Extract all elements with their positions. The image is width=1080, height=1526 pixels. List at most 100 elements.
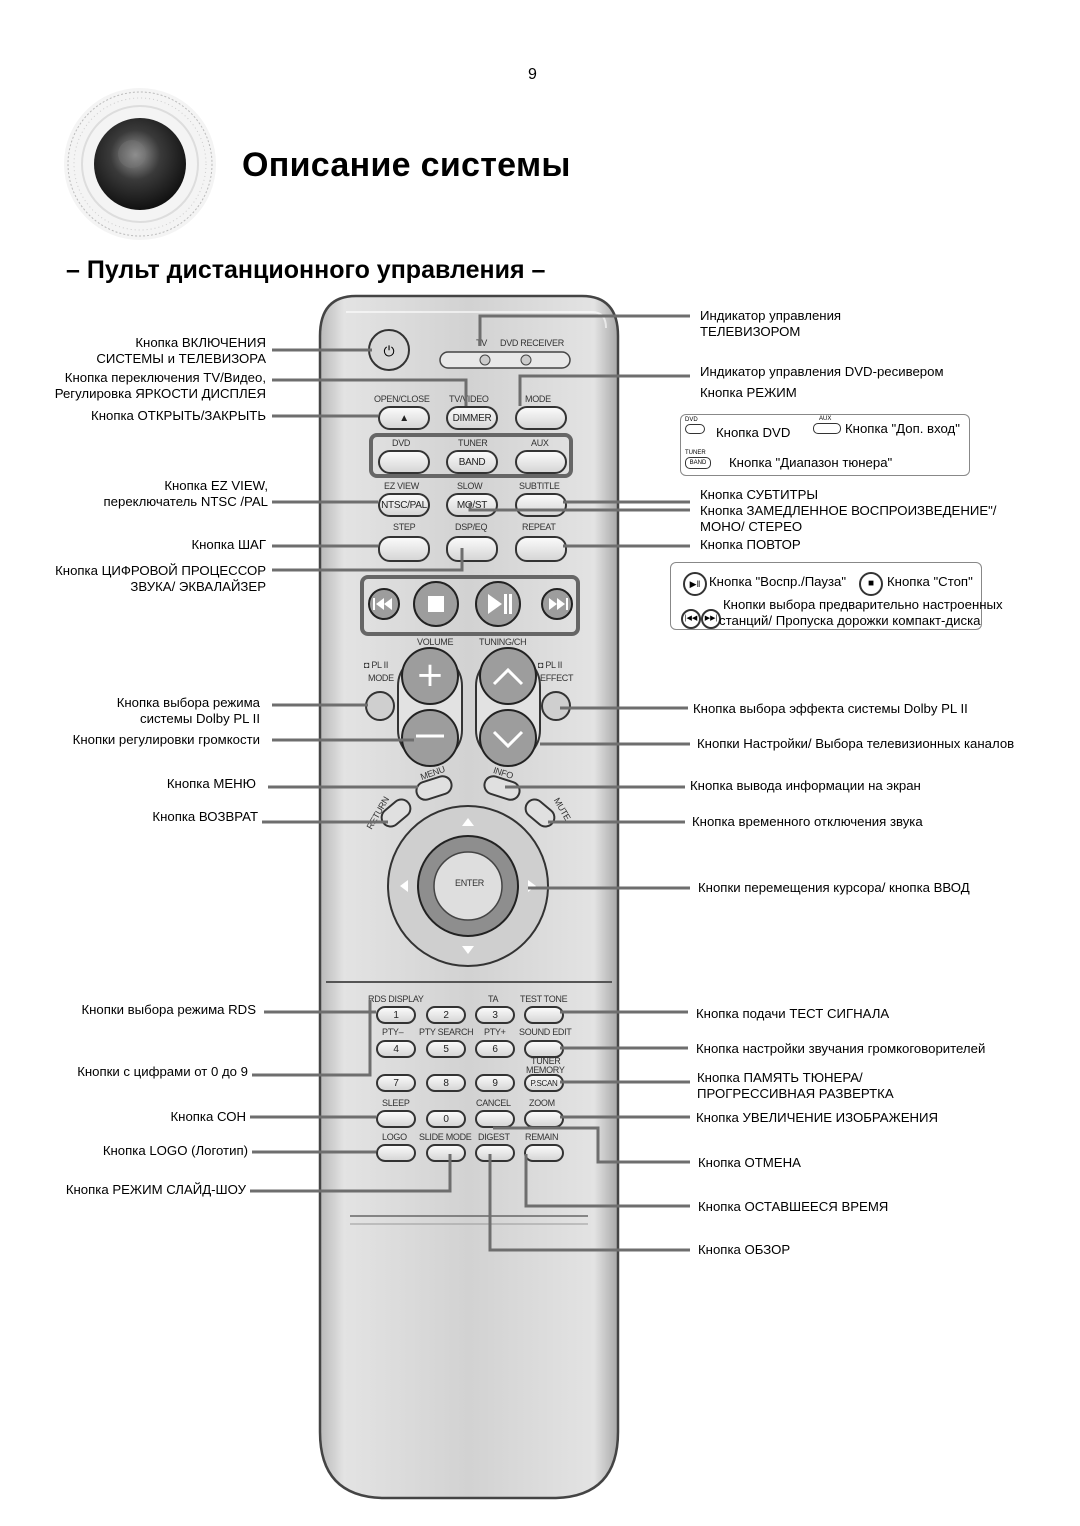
dolby-right-label: ◘ PL II [538, 660, 563, 670]
sleep-button[interactable] [376, 1110, 416, 1128]
label-digits: Кнопки с цифрами от 0 до 9 [77, 1064, 248, 1079]
label-volume: Кнопки регулировки громкости [72, 732, 260, 747]
sound-edit-label: SOUND EDIT [519, 1027, 572, 1037]
cancel-label: CANCEL [476, 1098, 511, 1108]
digit-4-button[interactable]: 4 [376, 1040, 416, 1058]
label-dvd-indicator: Индикатор управления DVD-ресивером [700, 364, 944, 379]
logo-label: LOGO [382, 1132, 407, 1142]
skip-forward-icon: ▶▶| [701, 609, 721, 629]
label-info: Кнопка вывода информации на экран [690, 778, 921, 793]
digit-2-button[interactable]: 2 [426, 1006, 466, 1024]
ntsc-pal-button[interactable]: NTSC/PAL [378, 493, 430, 517]
label-test-tone: Кнопка подачи ТЕСТ СИГНАЛА [696, 1006, 890, 1021]
subtitle-label: SUBTITLE [519, 481, 560, 491]
digit-6-button[interactable]: 6 [475, 1040, 515, 1058]
subtitle-button[interactable] [515, 493, 567, 517]
mini-tuner-label: TUNER [685, 450, 706, 456]
tv-video-label: TV/VIDEO [449, 394, 489, 404]
step-button[interactable] [378, 536, 430, 562]
tuner-memory-button[interactable]: P.SCAN [524, 1074, 564, 1092]
stop-icon: ■ [859, 572, 883, 596]
remain-button[interactable] [524, 1144, 564, 1162]
logo-button[interactable] [376, 1144, 416, 1162]
pty-minus-label: PTY– [382, 1027, 404, 1037]
label-cancel: Кнопка ОТМЕНА [698, 1155, 801, 1170]
dsp-eq-label: DSP/EQ [455, 522, 488, 532]
pl2-right-text: PL II [545, 660, 563, 670]
repeat-label: REPEAT [522, 522, 556, 532]
tuner-memory-label-1: TUNER [531, 1056, 561, 1066]
ez-view-label: EZ VIEW [384, 481, 419, 491]
box-play-label: Кнопка "Воспр./Пауза" [709, 574, 847, 589]
test-tone-label: TEST TONE [520, 994, 568, 1004]
svg-text:+: + [416, 655, 445, 695]
box-skip-label-2: станций/ Пропуска дорожки компакт-диска [719, 613, 981, 628]
label-remain: Кнопка ОСТАВШЕЕСЯ ВРЕМЯ [698, 1199, 889, 1214]
test-tone-button[interactable] [524, 1006, 564, 1024]
sleep-label: SLEEP [382, 1098, 410, 1108]
digest-label: DIGEST [478, 1132, 510, 1142]
digit-7-button[interactable]: 7 [376, 1074, 416, 1092]
slide-mode-button[interactable] [426, 1144, 466, 1162]
label-rds: Кнопки выбора режима RDS [81, 1002, 256, 1017]
box-stop-label: Кнопка "Стоп" [887, 574, 973, 589]
mode-label: MODE [525, 394, 551, 404]
slow-mo-st-button[interactable]: MO/ST [446, 493, 498, 517]
label-cursor: Кнопки перемещения курсора/ кнопка ВВОД [698, 880, 970, 895]
label-menu: Кнопка МЕНЮ [166, 776, 256, 791]
tv-video-dimmer-button[interactable]: DIMMER [446, 406, 498, 430]
open-close-label: OPEN/CLOSE [374, 394, 430, 404]
mini-aux-label: AUX [819, 416, 832, 422]
step-label: STEP [393, 522, 416, 532]
slow-label: SLOW [457, 481, 483, 491]
page-title: Описание системы [242, 146, 571, 184]
digit-9-button[interactable]: 9 [475, 1074, 515, 1092]
label-logo: Кнопка LOGO (Логотип) [102, 1143, 248, 1158]
digit-1-button[interactable]: 1 [376, 1006, 416, 1024]
tuning-ch-label: TUNING/CH [479, 637, 527, 647]
tv-indicator-label: TV [476, 338, 487, 348]
box-aux-label: Кнопка "Доп. вход" [845, 421, 960, 436]
tuner-memory-label-2: MEMORY [526, 1065, 565, 1075]
label-sleep: Кнопка СОН [170, 1109, 246, 1124]
dolby-left-label: ◘ PL II [364, 660, 389, 670]
aux-label: AUX [531, 438, 549, 448]
digit-3-button[interactable]: 3 [475, 1006, 515, 1024]
aux-button[interactable] [515, 450, 567, 474]
label-tuner-memory: Кнопка ПАМЯТЬ ТЮНЕРА/ПРОГРЕССИВНАЯ РАЗВЕ… [697, 1070, 894, 1101]
mini-dvd-label: DVD [685, 417, 698, 423]
label-mode: Кнопка РЕЖИМ [700, 385, 797, 400]
label-mute: Кнопка временного отключения звука [692, 814, 923, 829]
volume-label: VOLUME [417, 637, 454, 647]
label-zoom: Кнопка УВЕЛИЧЕНИЕ ИЗОБРАЖЕНИЯ [696, 1110, 939, 1125]
open-close-button[interactable]: ▲ [378, 406, 430, 430]
effect-label: EFFECT [540, 673, 574, 683]
dvd-button[interactable] [378, 450, 430, 474]
pl2-left-text: PL II [371, 660, 389, 670]
label-ez-view: Кнопка EZ VIEW,переключатель NTSC /PAL [103, 478, 268, 509]
digit-0-button[interactable]: 0 [426, 1110, 466, 1128]
play-pause-icon: ▶‖ [683, 572, 707, 596]
label-slide-mode: Кнопка РЕЖИМ СЛАЙД-ШОУ [65, 1182, 246, 1197]
label-slow: Кнопка ЗАМЕДЛЕННОЕ ВОСПРОИЗВЕДЕНИЕ"/МОНО… [700, 503, 997, 534]
speaker-logo-icon [64, 88, 216, 240]
power-icon[interactable]: ⏻ [383, 343, 395, 359]
ta-label: TA [488, 994, 499, 1004]
label-tuning: Кнопки Настройки/ Выбора телевизионных к… [697, 736, 1015, 751]
digit-8-button[interactable]: 8 [426, 1074, 466, 1092]
dsp-eq-button[interactable] [446, 536, 498, 562]
mode-button[interactable] [515, 406, 567, 430]
repeat-button[interactable] [515, 536, 567, 562]
pl2-mode-label: MODE [368, 673, 394, 683]
pty-plus-label: PTY+ [484, 1027, 506, 1037]
tuner-band-button[interactable]: BAND [446, 450, 498, 474]
box-band-label: Кнопка "Диапазон тюнера" [729, 455, 893, 470]
digit-5-button[interactable]: 5 [426, 1040, 466, 1058]
enter-label: ENTER [455, 878, 485, 888]
rds-display-label: RDS DISPLAY [368, 994, 424, 1004]
label-dolby-effect: Кнопка выбора эффекта системы Dolby PL I… [693, 701, 968, 716]
digest-button[interactable] [475, 1144, 515, 1162]
